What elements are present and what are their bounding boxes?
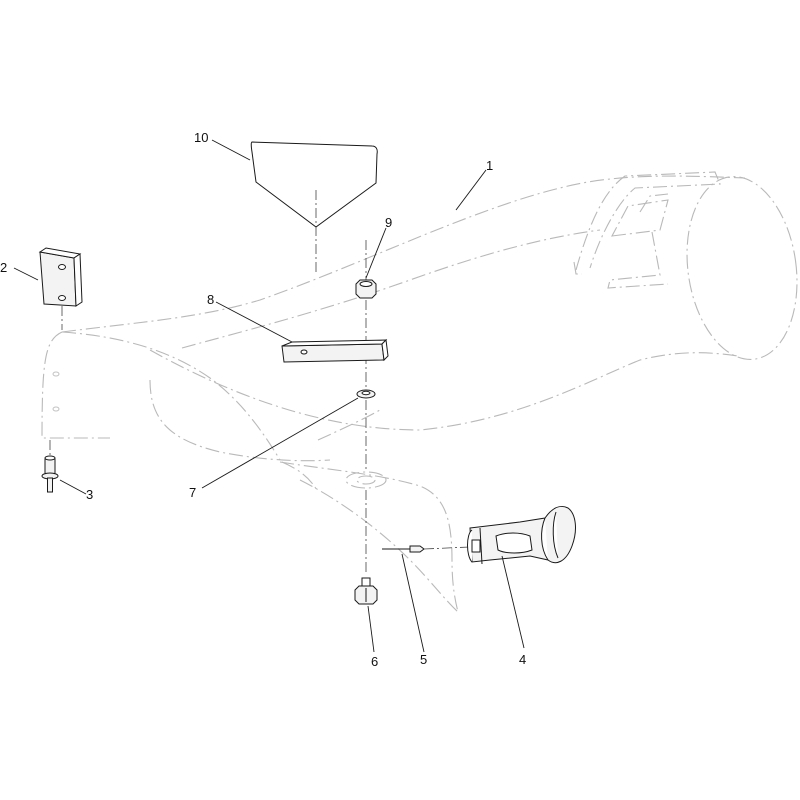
callout-2: 2	[0, 260, 7, 275]
slide-plate	[281, 338, 389, 363]
leader-1	[455, 169, 487, 211]
leader-8	[215, 301, 293, 343]
latch-handle	[467, 505, 576, 565]
callout-10: 10	[194, 130, 208, 145]
callout-3: 3	[86, 487, 93, 502]
callout-9: 9	[385, 215, 392, 230]
callout-5: 5	[420, 652, 427, 667]
leader-7	[201, 397, 359, 489]
leader-9	[365, 227, 387, 279]
leader-10	[211, 139, 251, 161]
callout-7: 7	[189, 485, 196, 500]
leader-lines	[13, 139, 525, 653]
callout-1: 1	[486, 158, 493, 173]
callout-4: 4	[519, 652, 526, 667]
rivet	[41, 440, 59, 493]
leader-2	[13, 267, 39, 281]
callout-labels: 1 2 3 4 5 6 7 8 9 10	[0, 130, 526, 669]
discharge-chute	[41, 171, 798, 613]
leader-4	[501, 555, 525, 649]
leader-3	[59, 479, 87, 495]
callout-8: 8	[207, 292, 214, 307]
callout-6: 6	[371, 654, 378, 669]
pin	[382, 545, 471, 553]
mounting-clip	[38, 247, 83, 330]
washer	[356, 389, 376, 575]
warning-decal	[250, 141, 378, 272]
leader-6	[367, 605, 375, 653]
leader-5	[401, 553, 425, 653]
bolt	[354, 577, 378, 605]
